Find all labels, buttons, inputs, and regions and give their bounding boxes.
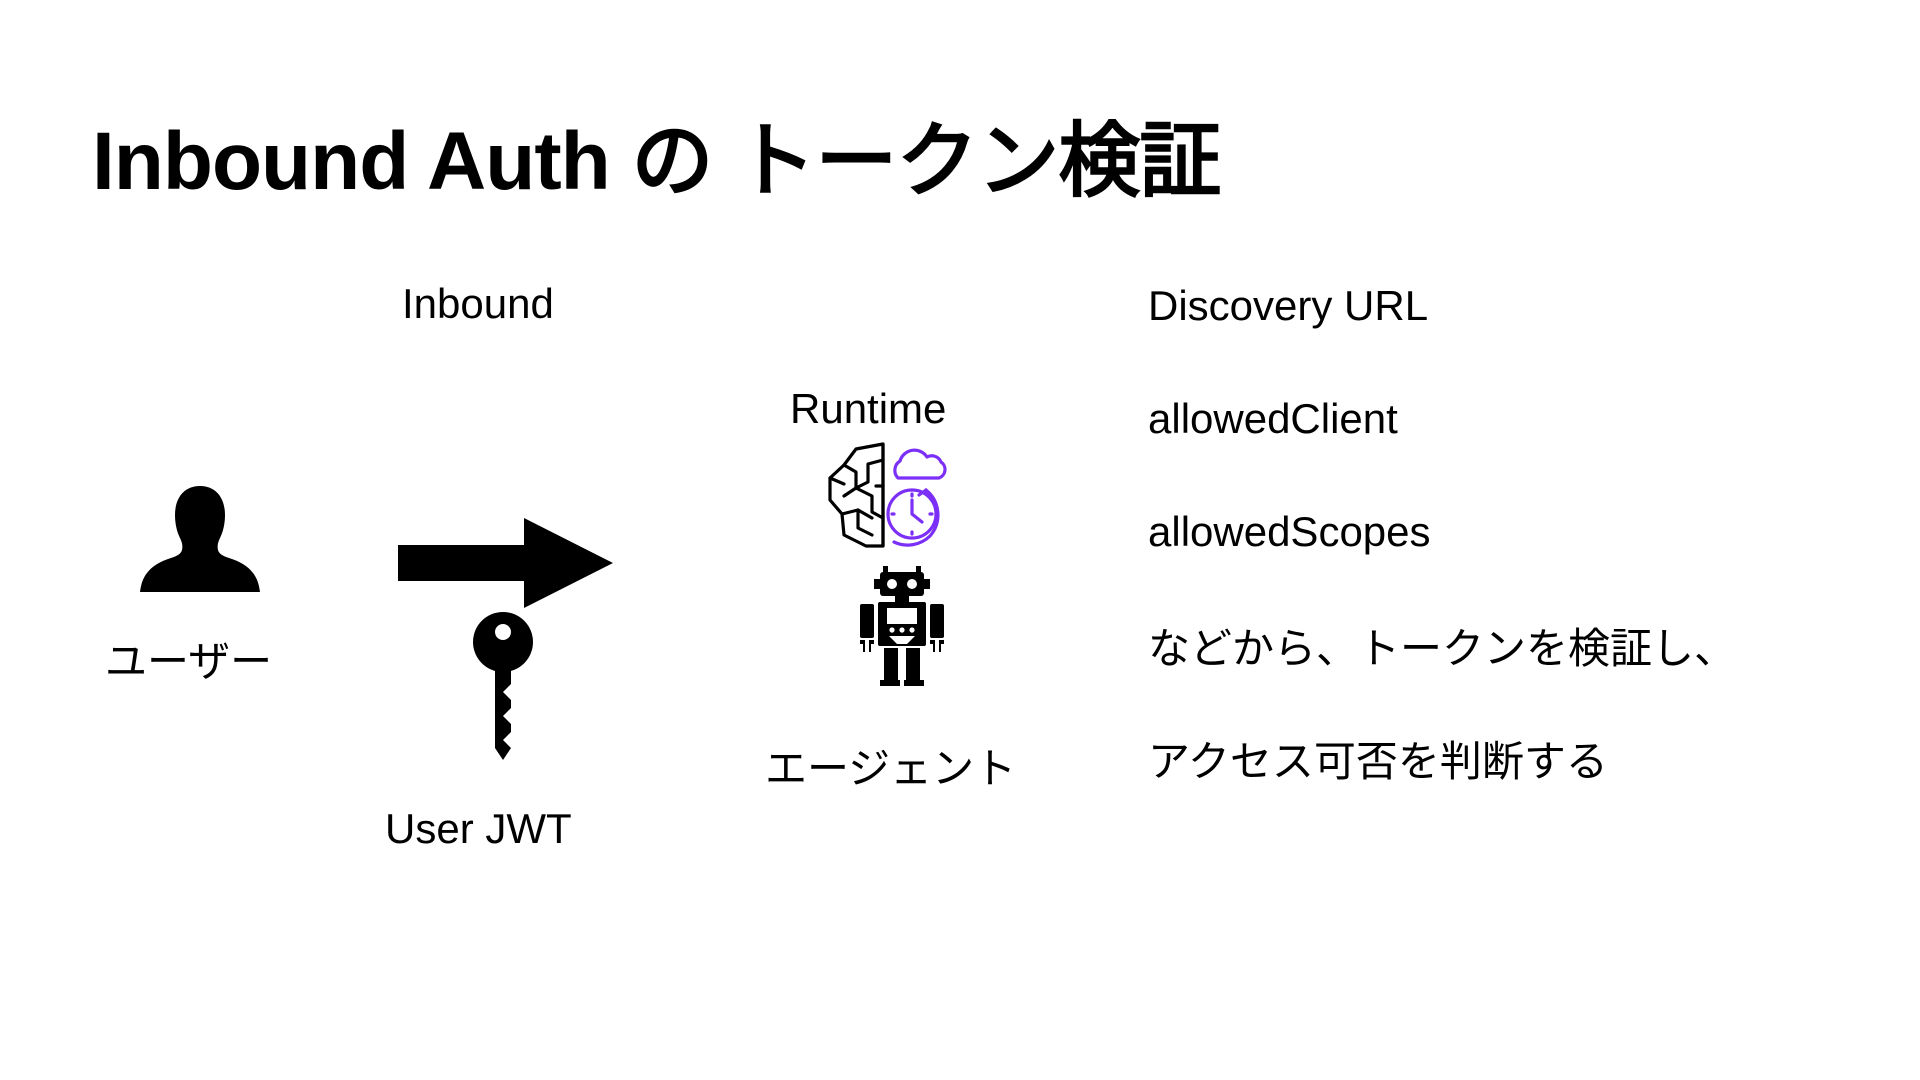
agent-label: エージェント [765, 745, 1017, 792]
validation-item-allowed-scopes: allowedScopes [1148, 508, 1431, 555]
validation-item-verify-token: などから、トークンを検証し、 [1148, 625, 1737, 672]
brain-cloud-clock-icon [826, 440, 961, 550]
validation-item-access-decision: アクセス可否を判断する [1148, 738, 1608, 785]
runtime-label: Runtime [790, 385, 947, 432]
page-title: Inbound Auth の トークン検証 [92, 115, 1221, 207]
user-label: ユーザー [105, 638, 273, 685]
robot-icon [852, 566, 952, 686]
user-silhouette-icon [140, 480, 260, 600]
validation-item-allowed-client: allowedClient [1148, 395, 1398, 442]
right-arrow-icon [398, 518, 613, 608]
inbound-label: Inbound [402, 280, 554, 327]
key-icon [473, 610, 533, 760]
user-jwt-label: User JWT [385, 805, 572, 852]
validation-item-discovery-url: Discovery URL [1148, 282, 1429, 329]
